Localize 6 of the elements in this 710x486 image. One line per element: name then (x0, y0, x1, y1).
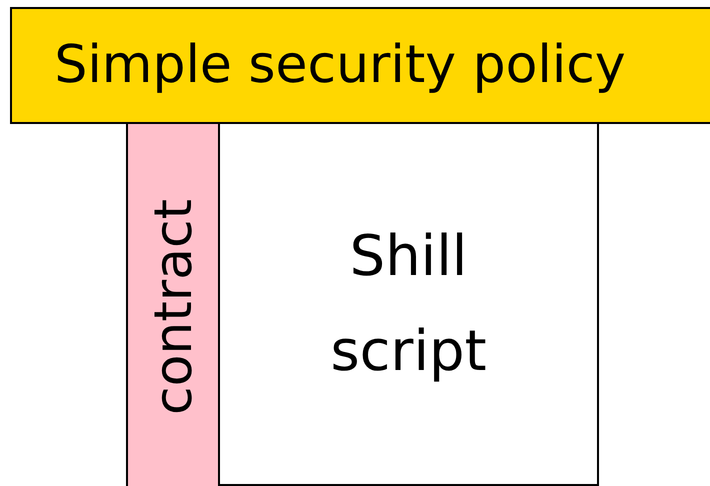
node-label: Simple security policy (54, 34, 626, 97)
node-label: contract (148, 199, 200, 415)
contract-band (126, 122, 221, 486)
policy-banner (10, 7, 710, 124)
node-label: Shill script (329, 222, 488, 386)
script-box (218, 122, 599, 486)
